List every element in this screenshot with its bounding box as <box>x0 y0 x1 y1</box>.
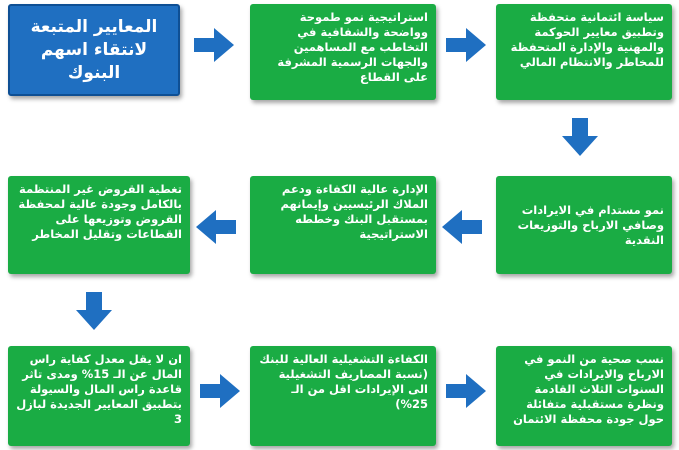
box-strategy: استراتيجية نمو طموحة وواضحة والشفافية في… <box>250 4 436 100</box>
title-text: المعايير المتبعة لانتقاء اسهم البنوك <box>30 16 158 83</box>
box-capital-adequacy: ان لا يقل معدل كفاية راس المال عن الـ 15… <box>8 346 190 446</box>
arrow-right-1 <box>194 28 234 62</box>
arrow-down-2 <box>76 292 112 330</box>
arrow-left-1 <box>442 210 482 244</box>
box-management: الإدارة عالية الكفاءة ودعم الملاك الرئيس… <box>250 176 436 274</box>
box-profit-growth: نسب صحية من النمو في الارباح والايرادات … <box>496 346 672 446</box>
arrow-right-2 <box>446 28 486 62</box>
box-operational-efficiency: الكفاءة التشغيلية العالية للبنك (نسبة ال… <box>250 346 436 446</box>
arrow-down-1 <box>562 118 598 156</box>
title-box: المعايير المتبعة لانتقاء اسهم البنوك <box>8 4 180 96</box>
arrow-left-2 <box>196 210 236 244</box>
box-loan-coverage: تغطية القروض غير المنتظمة بالكامل وجودة … <box>8 176 190 274</box>
arrow-right-3 <box>200 374 240 408</box>
box-credit-policy: سياسة ائتمانية متحفظة وتطبيق معايير الحو… <box>496 4 672 100</box>
arrow-right-4 <box>446 374 486 408</box>
box-revenue-growth: نمو مستدام في الايرادات وصافي الارباح وا… <box>496 176 672 274</box>
